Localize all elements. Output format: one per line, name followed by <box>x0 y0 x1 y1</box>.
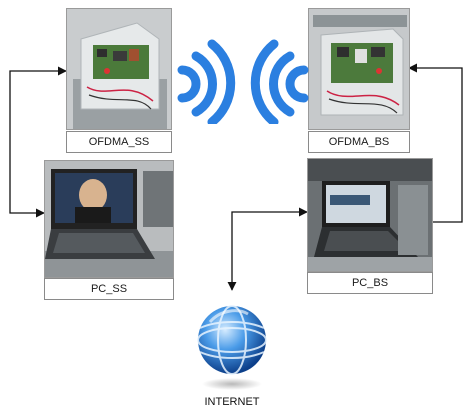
pc-ss-label: PC_SS <box>44 278 174 300</box>
pc-bs-photo <box>307 158 433 272</box>
wifi-signal-icon <box>177 39 236 124</box>
ofdma-bs-photo <box>308 8 410 130</box>
pc-ss-photo <box>44 160 174 278</box>
ofdma-ss-photo <box>66 8 172 130</box>
wifi-signal-icon <box>250 39 309 124</box>
link-ofdma-ss-pc-ss <box>9 66 67 218</box>
internet-label: INTERNET <box>204 396 260 408</box>
globe-icon <box>197 305 267 390</box>
ofdma-bs-label: OFDMA_BS <box>308 131 410 153</box>
link-pc-bs-internet <box>227 207 308 291</box>
ofdma-ss-label: OFDMA_SS <box>66 131 172 153</box>
pc-bs-label: PC_BS <box>307 272 433 294</box>
link-ofdma-bs-pc-bs <box>406 63 463 227</box>
